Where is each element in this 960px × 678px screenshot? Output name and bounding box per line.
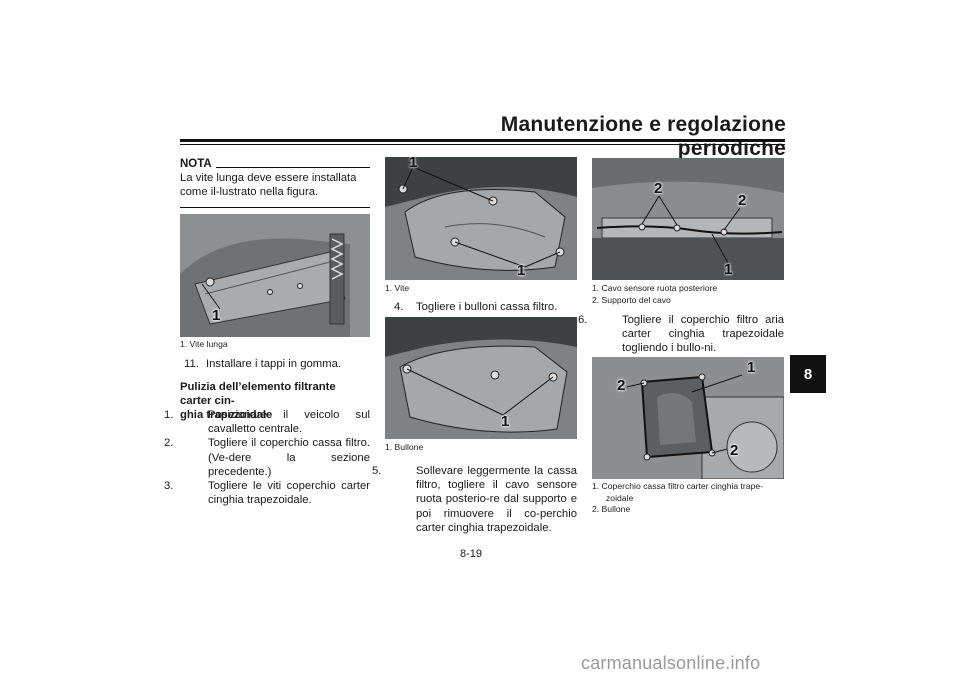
section-title-line-2: ghia trapezoidale	[180, 409, 273, 422]
figure1-caption: 1. Vite lunga	[180, 339, 228, 349]
figure-illustration	[385, 317, 577, 439]
figure-filter-case-screws: 1 1	[385, 157, 577, 280]
step-4: 4. Togliere i bulloni cassa filtro.	[394, 300, 577, 314]
nota-heading: NOTA	[180, 158, 212, 170]
steps-list: 1. Posizionare il veicolo sul cavalletto …	[164, 408, 370, 507]
figure-illustration	[592, 357, 784, 479]
header-rule	[180, 139, 785, 142]
figure2-caption: 1. Vite	[385, 283, 410, 293]
callout-2: 2	[617, 377, 626, 394]
step-text: Togliere il coperchio cassa filtro. (Ve-…	[208, 437, 370, 478]
list-item: 1. Posizionare il veicolo sul cavalletto …	[164, 408, 370, 436]
callout-2: 2	[738, 192, 747, 209]
step-number: 3.	[164, 480, 174, 493]
nota-rule	[215, 166, 370, 168]
caption-item: 1. Cavo sensore ruota posteriore	[592, 283, 718, 293]
figure-belt-case-filter-cover: 1 2 2	[592, 357, 784, 479]
nota-text: La vite lunga deve essere installata com…	[180, 172, 357, 199]
callout-1: 1	[747, 359, 756, 376]
nota-box: NOTA La vite lunga deve essere installat…	[180, 158, 370, 209]
figure5-captions: 1. Coperchio cassa filtro carter cinghia…	[592, 481, 784, 516]
step-number: 4.	[394, 301, 404, 313]
figure3-caption: 1. Bullone	[385, 442, 424, 452]
figure-sensor-cable: 2 2 1	[592, 158, 784, 280]
callout-1: 1	[517, 262, 526, 279]
step-number: 11.	[184, 358, 199, 370]
callout-2: 2	[730, 442, 739, 459]
figure-illustration	[180, 214, 370, 337]
callout-1: 1	[501, 413, 510, 430]
section-title: Pulizia dell’elemento filtrante carter c…	[180, 380, 370, 423]
caption-item: 1. Coperchio cassa filtro carter cinghia…	[592, 481, 763, 503]
list-item: 3. Togliere le viti coperchio carter cing…	[164, 479, 370, 507]
caption-item: 2. Supporto del cavo	[592, 294, 671, 305]
figure-scooter-side-panel: 1	[180, 214, 370, 337]
figure-illustration	[592, 158, 784, 280]
page-number: 8-19	[460, 548, 483, 560]
step-number: 1.	[164, 409, 174, 421]
step-text: Togliere i bulloni cassa filtro.	[416, 301, 558, 313]
step-11: 11. Installare i tappi in gomma.	[184, 357, 370, 371]
callout-1: 1	[724, 261, 733, 278]
nota-bottom-rule	[180, 207, 370, 209]
watermark-link[interactable]: carmanualsonline.info	[581, 653, 761, 673]
section-title-line-1: Pulizia dell’elemento filtrante carter c…	[180, 381, 336, 408]
step-text: Togliere le viti coperchio carter cinghi…	[208, 480, 370, 507]
figure4-captions: 1. Cavo sensore ruota posteriore 2. Supp…	[592, 283, 784, 306]
figure-illustration	[385, 157, 577, 280]
header-rule-thin	[180, 144, 785, 145]
step-6: 6. Togliere il coperchio filtro aria cart…	[578, 313, 784, 356]
caption-item: 2. Bullone	[592, 504, 631, 514]
callout-2: 2	[654, 180, 663, 197]
callout-1: 1	[409, 157, 418, 171]
step-text: Installare i tappi in gomma.	[206, 358, 342, 370]
list-item: 2. Togliere il coperchio cassa filtro. (V…	[164, 436, 370, 479]
figure-filter-case-bolts: 1	[385, 317, 577, 439]
page-title: Manutenzione e regolazione periodiche	[500, 113, 786, 160]
step-5: 5. Sollevare leggermente la cassa filtro,…	[372, 464, 577, 535]
chapter-tab[interactable]: 8	[790, 355, 826, 393]
step-number: 5.	[372, 465, 382, 477]
step-number: 2.	[164, 437, 174, 450]
callout-1: 1	[212, 307, 221, 324]
step-number: 6.	[578, 314, 588, 326]
step-text: Sollevare leggermente la cassa filtro, t…	[416, 465, 577, 534]
step-text: Togliere il coperchio filtro aria carter…	[622, 314, 784, 355]
step-text: Posizionare il veicolo sul cavalletto ce…	[208, 409, 370, 436]
